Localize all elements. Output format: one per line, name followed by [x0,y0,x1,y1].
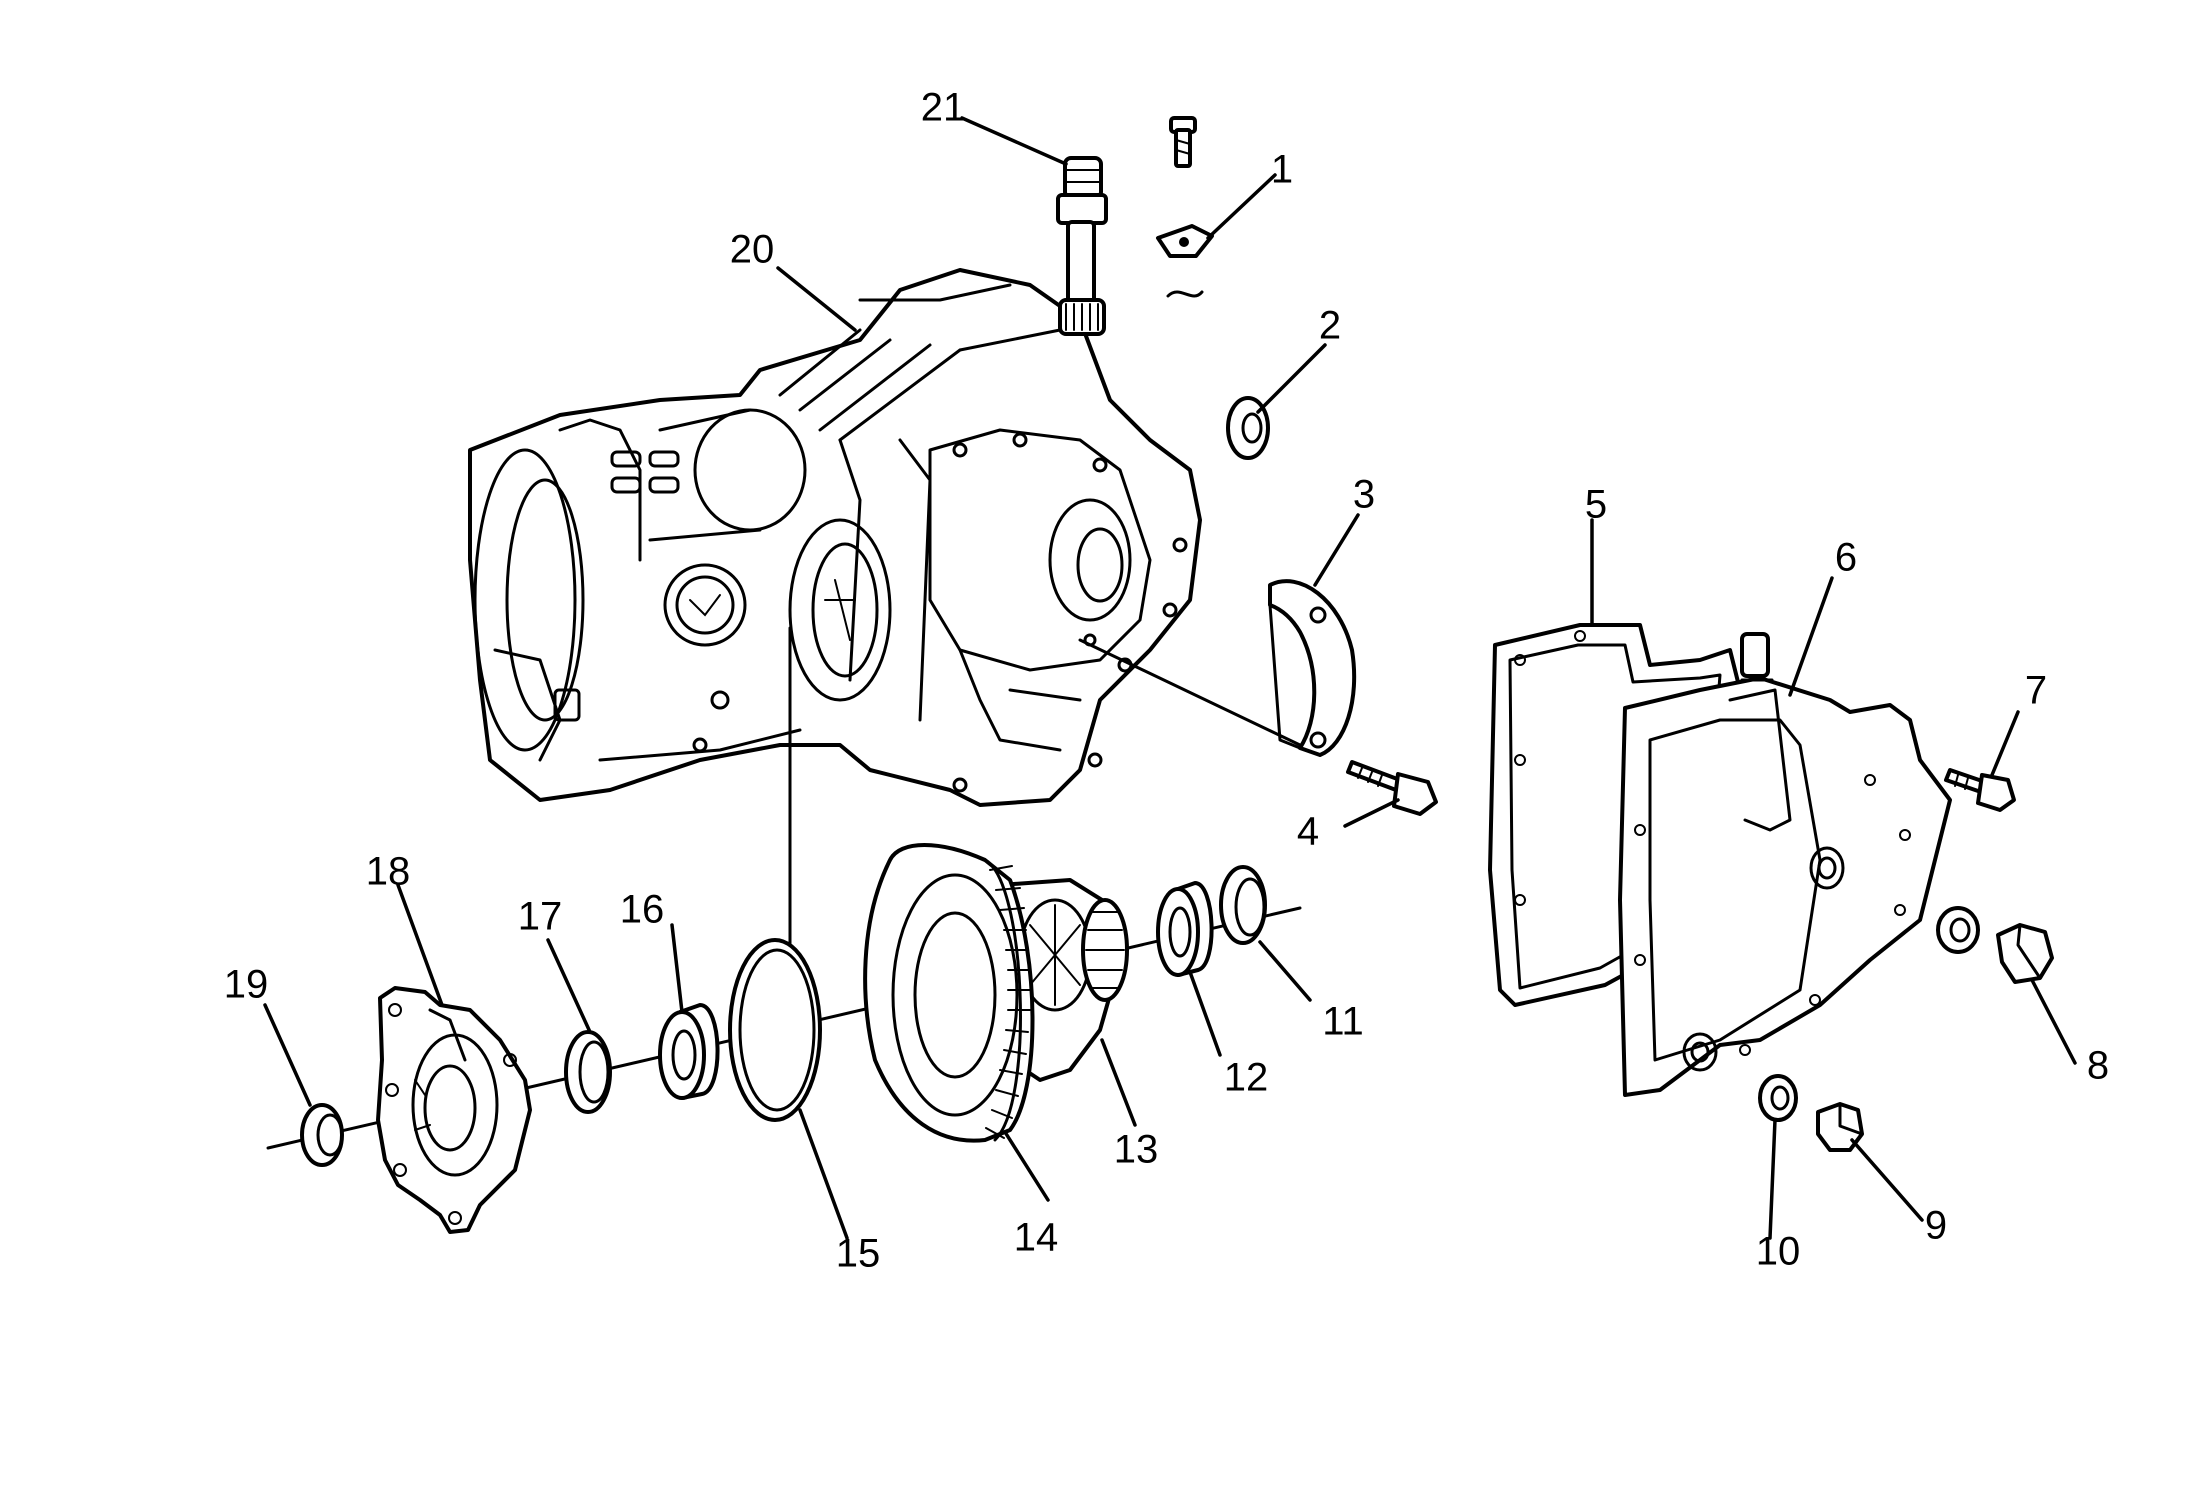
side-cover-bolt-7 [1944,768,2016,812]
callout-4: 4 [1297,810,1319,854]
callout-1: 1 [1271,148,1293,192]
callout-8: 8 [2087,1044,2109,1088]
callout-labels: 1 2 3 4 5 6 7 8 9 10 11 12 13 14 15 16 1… [224,86,2109,1276]
callout-13: 13 [1114,1128,1159,1172]
bearing-16 [658,1003,720,1100]
callout-19: 19 [224,963,269,1007]
leader-lines [263,116,2077,1240]
callout-11: 11 [1322,1000,1364,1044]
callout-14: 14 [1014,1216,1059,1260]
bearing-cap [1268,579,1357,757]
callout-18: 18 [366,850,411,894]
plug-washer [1758,1074,1798,1122]
callout-16: 16 [620,888,665,932]
callout-10: 10 [1756,1230,1801,1274]
drain-plug-and-washer [1936,906,2054,984]
side-cover [1618,632,1952,1097]
bearing-race-11 [1219,865,1267,945]
callout-15: 15 [836,1232,881,1276]
oil-seal-19 [300,1103,344,1167]
bearing-12 [1156,881,1214,977]
speedometer-driven-gear [1056,156,1108,336]
bearing-race-17 [564,1030,612,1114]
callout-20: 20 [730,228,775,272]
callout-3: 3 [1353,473,1375,517]
callout-9: 9 [1925,1204,1947,1248]
callout-12: 12 [1224,1056,1269,1100]
bearing-cap-bolt [1346,760,1438,816]
bearing-cap-guide-line [1078,638,1302,747]
retainer-bolt-and-plate [1156,116,1214,298]
callout-5: 5 [1585,483,1607,527]
callout-7: 7 [2025,669,2047,713]
callout-21: 21 [921,86,966,130]
ring-gear [863,843,1035,1143]
callout-6: 6 [1835,536,1857,580]
callout-2: 2 [1319,304,1341,348]
snap-ring [728,938,822,1122]
transaxle-case [468,268,1202,807]
extension-housing [376,986,532,1234]
callout-17: 17 [518,895,563,939]
